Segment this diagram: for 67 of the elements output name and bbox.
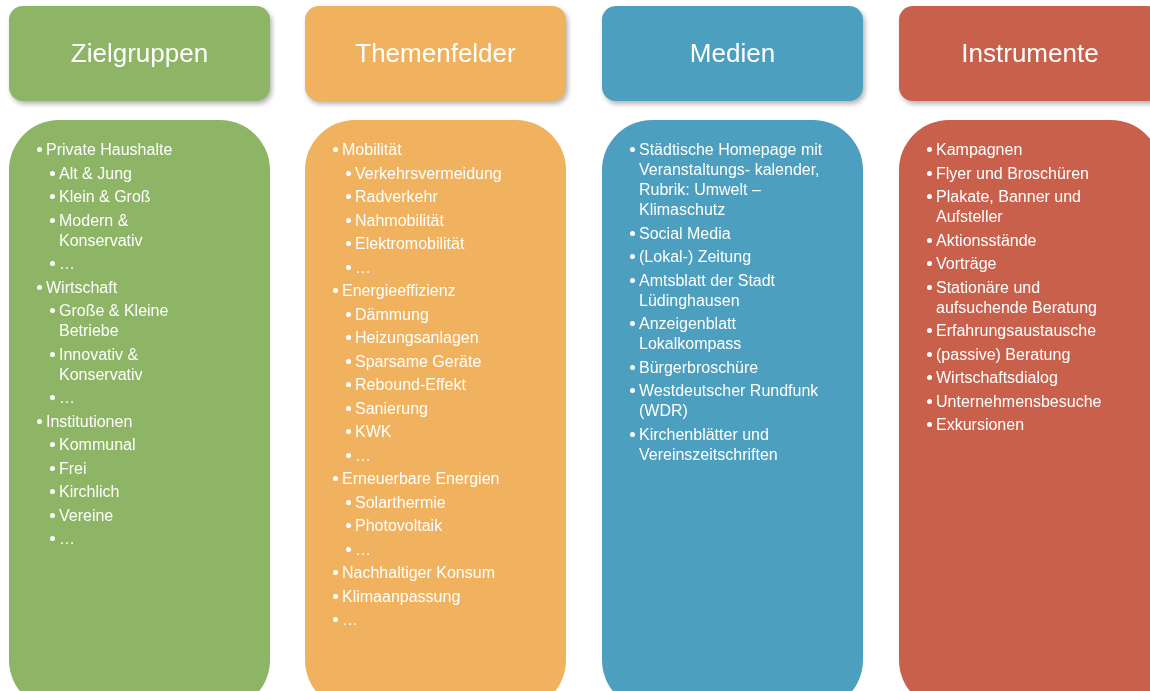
list-item: Kampagnen: [936, 140, 1023, 160]
list-item: Klimaanpassung: [342, 586, 461, 607]
list-item: Wirtschaftsdialog: [936, 368, 1058, 388]
list-item: Elektromobilität: [355, 234, 465, 254]
list-item: Nachhaltiger Konsum: [342, 563, 495, 583]
list-panel: [899, 120, 1150, 691]
list-item: Exkursionen: [936, 415, 1025, 435]
list-item: …: [59, 529, 75, 549]
list-item: Kirchenblätter und Vereinszeitschriften: [639, 424, 779, 465]
list-item: Anzeigenblatt Lokalkompass: [639, 314, 743, 354]
column-heading: Instrumente: [961, 38, 1099, 69]
list-item: Frei: [59, 458, 87, 479]
list-item: Institutionen: [46, 411, 133, 432]
list-item: Kirchlich: [59, 482, 120, 502]
list-item: Aktionsstände: [936, 230, 1037, 251]
list-item: Flyer und Broschüren: [936, 163, 1089, 184]
column-heading: Themenfelder: [355, 38, 516, 69]
header-box: [602, 6, 863, 101]
header-box: [899, 6, 1150, 101]
list-item: Rebound-Effekt: [355, 375, 466, 395]
list-item: Dämmung: [355, 304, 429, 325]
list-item: Private Haushalte: [46, 140, 173, 160]
list-item: Radverkehr: [355, 187, 438, 207]
list-item: Kommunal: [59, 435, 136, 455]
list-item: …: [355, 445, 371, 466]
header-box: [9, 6, 270, 101]
list-item: …: [355, 257, 371, 278]
list-panel: [602, 120, 863, 691]
list-item: Bürgerbroschüre: [639, 357, 759, 378]
list-item: Unternehmensbesuche: [936, 391, 1102, 412]
column-heading: Zielgruppen: [70, 38, 209, 69]
list-panel: [9, 120, 270, 691]
list-item: Modern & Konservativ: [59, 210, 144, 251]
list-item: Vorträge: [936, 254, 997, 274]
column-heading: Medien: [689, 38, 776, 69]
list-item: Nahmobilität: [355, 210, 444, 231]
list-item: Solarthermie: [355, 492, 446, 513]
list-item: Heizungsanlagen: [355, 328, 479, 348]
list-item: Klein & Groß: [59, 187, 151, 207]
list-item: Erfahrungsaustausche: [936, 321, 1097, 341]
list-item: KWK: [355, 422, 392, 442]
list-item: Energieeffizienz: [342, 281, 456, 301]
list-item: (passive) Beratung: [936, 344, 1071, 365]
list-panel: [305, 120, 566, 691]
list-item: (Lokal-) Zeitung: [639, 247, 752, 267]
list-item: Stationäre und aufsuchende Beratung: [936, 277, 1098, 318]
list-item: Städtische Homepage mit Veranstaltungs- kalender, Rubrik: Umwelt – Klimaschutz: [639, 140, 824, 220]
list-item: Vereine: [59, 505, 114, 526]
list-item: Social Media: [639, 223, 731, 244]
list-item: …: [59, 388, 75, 408]
list-item: …: [59, 254, 75, 274]
list-item: Amtsblatt der Stadt Lüdinghausen: [639, 270, 777, 311]
list-item: Sparsame Geräte: [355, 351, 482, 372]
list-item: Mobilität: [342, 140, 402, 160]
list-item: Wirtschaft: [46, 277, 118, 298]
list-item: Sanierung: [355, 398, 428, 419]
list-item: Photovoltaik: [355, 516, 443, 536]
list-item: Alt & Jung: [59, 163, 132, 184]
list-item: Innovativ & Konservativ: [59, 344, 144, 385]
list-item: …: [355, 539, 371, 560]
list-item: Plakate, Banner und Aufsteller: [936, 187, 1082, 227]
list-item: Erneuerbare Energien: [342, 469, 500, 489]
header-box: [305, 6, 566, 101]
list-item: Verkehrsvermeidung: [355, 163, 502, 184]
list-item: Große & Kleine Betriebe: [59, 301, 170, 341]
list-item: Westdeutscher Rundfunk (WDR): [639, 381, 820, 421]
list-item: …: [342, 610, 358, 630]
